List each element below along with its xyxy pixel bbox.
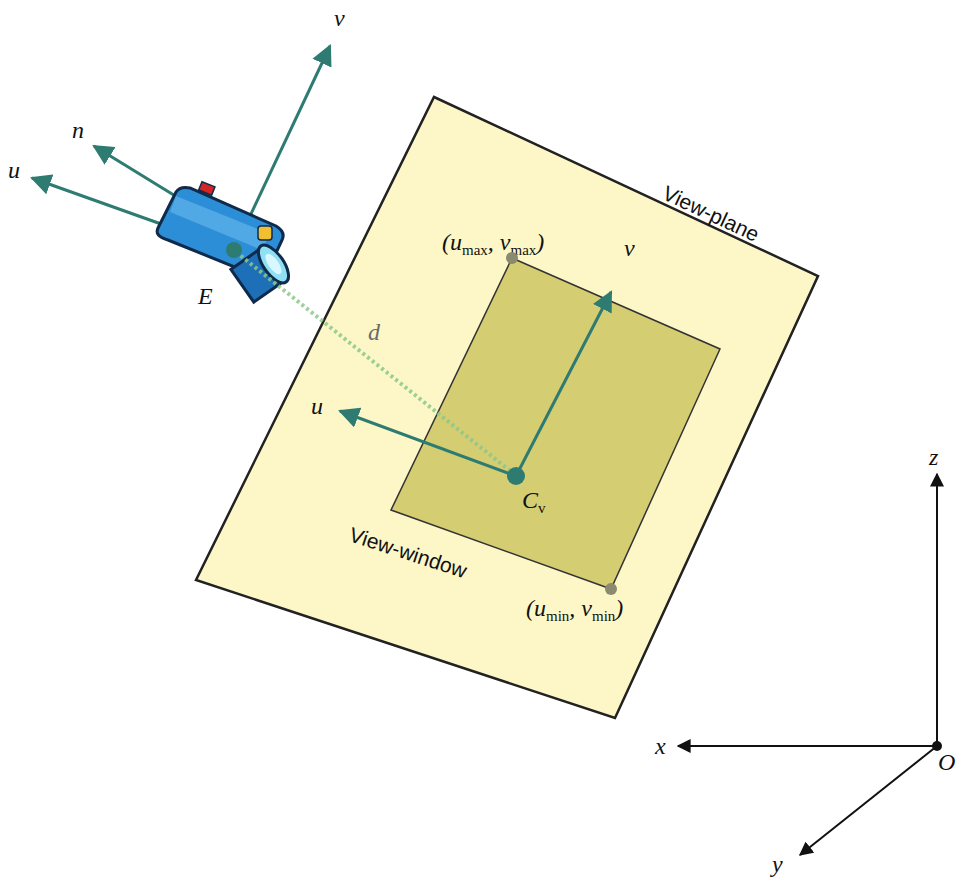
world-axes xyxy=(678,474,942,855)
corner-coordinate: max xyxy=(510,243,536,258)
corner-coordinate: ) xyxy=(536,230,544,254)
corner-coordinate: min xyxy=(592,609,615,624)
axis-letter: y xyxy=(772,852,783,876)
corner-coordinate: (u xyxy=(526,596,546,620)
axis-letter-group: n xyxy=(72,118,84,142)
point-label: C xyxy=(522,488,538,512)
axis-letter-group: y xyxy=(772,852,783,876)
axis-letter: v xyxy=(624,236,635,260)
corner-coordinate: , v xyxy=(569,596,592,620)
point-label: E xyxy=(198,284,213,308)
corner-coordinate: (u xyxy=(442,230,462,254)
axis-letter-group: z xyxy=(929,445,938,469)
axis-letter-group: x xyxy=(655,734,666,758)
origin-label: O xyxy=(938,750,955,774)
point-label: v xyxy=(538,501,546,516)
shape-fill xyxy=(196,97,818,718)
eye-point xyxy=(226,242,242,258)
axis-letter-group: u xyxy=(311,394,323,418)
corner-coordinate: , v xyxy=(488,230,511,254)
axis-letter: u xyxy=(311,394,323,418)
axis-letter: n xyxy=(72,118,84,142)
distance-label: d xyxy=(368,320,380,344)
origin-label-group: O xyxy=(938,750,955,774)
view-window: View-window xyxy=(391,258,720,589)
view-plane: View-planeView-window xyxy=(196,97,818,718)
point-label-group: Cv xyxy=(522,488,546,512)
point-label-group: E xyxy=(198,284,213,308)
axis-letter-group: v xyxy=(334,6,345,30)
axis-letter: z xyxy=(929,445,938,469)
corner-coordinate: max xyxy=(462,243,488,258)
distance-label-group: d xyxy=(368,320,380,344)
shape-outline xyxy=(391,258,720,589)
axis-letter: u xyxy=(8,158,20,182)
shape-fill xyxy=(391,258,720,589)
axis-letter-group: u xyxy=(8,158,20,182)
corner-coordinate-group: (umin, vmin) xyxy=(526,596,623,620)
corner-coordinate-group: (umax, vmax) xyxy=(442,230,544,254)
corner-coordinate: ) xyxy=(615,596,623,620)
axis-letter-group: v xyxy=(624,236,635,260)
corner-coordinate: min xyxy=(546,609,569,624)
axis-letter: v xyxy=(334,6,345,30)
camera-icon xyxy=(157,182,294,304)
axis-letter: x xyxy=(655,734,666,758)
